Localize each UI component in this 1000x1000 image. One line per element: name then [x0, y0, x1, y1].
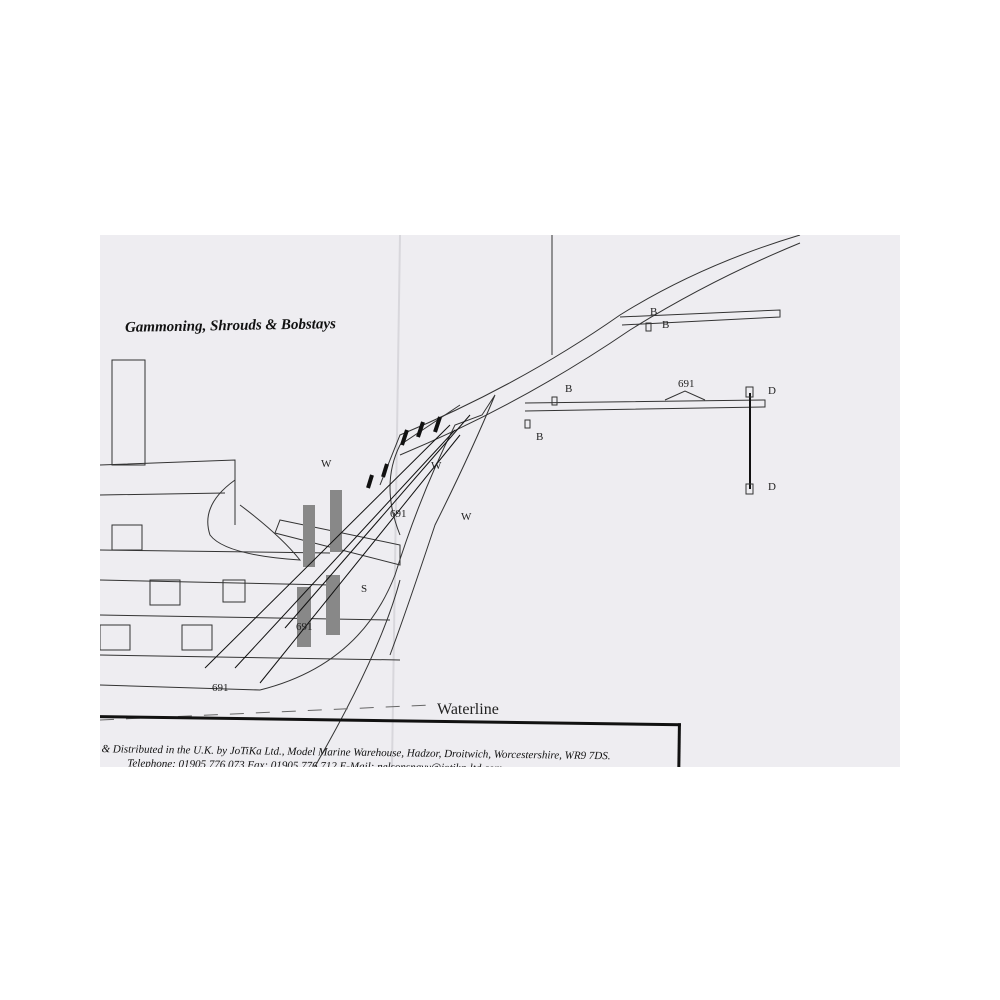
- label-w: W: [461, 511, 472, 523]
- label-d: D: [768, 385, 776, 397]
- paper-fold: [391, 235, 401, 767]
- block: [745, 483, 754, 495]
- shroud-shading: [297, 587, 311, 647]
- label-w: W: [321, 458, 332, 470]
- waterline-label: Waterline: [437, 701, 499, 718]
- label-b: B: [662, 319, 670, 331]
- gunport: [111, 524, 143, 551]
- label-691: 691: [296, 621, 313, 633]
- label-b: B: [650, 306, 658, 318]
- bobstays: [204, 414, 471, 684]
- cathead: [274, 519, 401, 566]
- stem: [259, 394, 496, 691]
- shroud-shading: [330, 490, 342, 552]
- label-691: 691: [212, 682, 229, 694]
- block: [745, 386, 754, 398]
- head-rail: [207, 479, 302, 561]
- cutwater-line: [314, 579, 401, 767]
- mast: [111, 359, 146, 466]
- block: [524, 419, 531, 429]
- gunport: [100, 624, 131, 651]
- bowsprit: [379, 235, 801, 486]
- label-691: 691: [678, 378, 695, 390]
- gunport: [149, 579, 181, 606]
- label-b: B: [536, 431, 544, 443]
- label-b: B: [565, 383, 573, 395]
- block: [645, 322, 652, 332]
- plan-sheet: Gammoning, Shrouds & Bobstays W W W 691 …: [100, 235, 900, 767]
- gunport: [181, 624, 213, 651]
- publisher-box: & Distributed in the U.K. by JoTiKa Ltd.…: [100, 715, 681, 767]
- label-s: S: [361, 583, 368, 595]
- spar: [619, 309, 781, 326]
- knee-of-head: [389, 404, 461, 536]
- gammoning-bands: [366, 416, 442, 489]
- sling: [664, 390, 706, 401]
- shroud-shading: [326, 575, 340, 635]
- label-w: W: [431, 460, 442, 472]
- shroud-shading: [303, 505, 315, 567]
- block: [551, 396, 558, 406]
- spritsail-yard: [524, 399, 766, 412]
- label-691: 691: [390, 508, 407, 520]
- waterline-dashes: [100, 704, 431, 721]
- label-d: D: [768, 481, 776, 493]
- gunport: [222, 579, 246, 603]
- hull-lines: [100, 459, 401, 691]
- ship-bow-drawing: [100, 235, 801, 767]
